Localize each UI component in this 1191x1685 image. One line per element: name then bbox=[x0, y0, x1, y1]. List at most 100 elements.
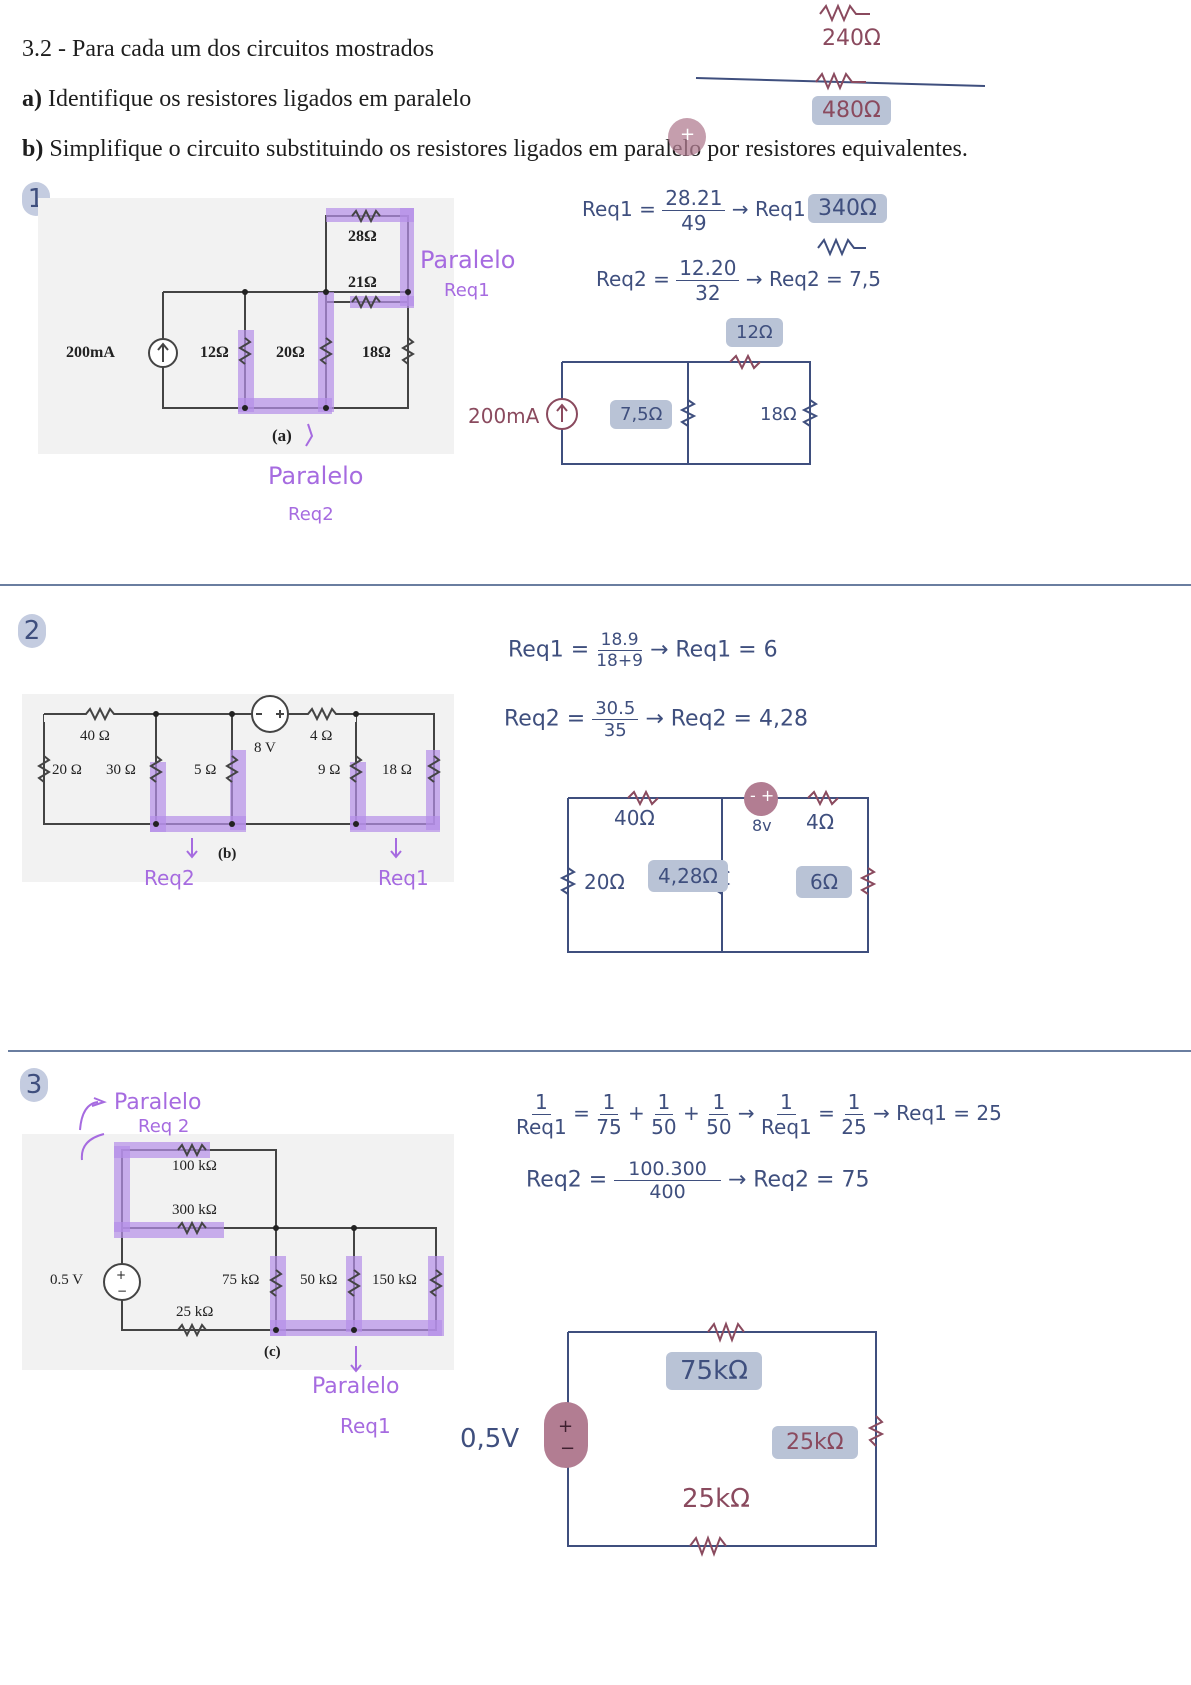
fig-a-r18: 18Ω bbox=[362, 344, 391, 361]
p1-simplified-left: 7,5Ω bbox=[610, 400, 673, 429]
fig-a-source-label: 200mA bbox=[66, 344, 115, 361]
fig-a-r28: 28Ω bbox=[348, 228, 377, 245]
p1-simplified-source: 200mA bbox=[468, 404, 540, 428]
plus-icon: + bbox=[680, 124, 696, 145]
p3-simplified-circuit bbox=[567, 1321, 885, 1557]
figure-c-circuit bbox=[79, 1097, 444, 1373]
fig-c-r100: 100 kΩ bbox=[172, 1158, 217, 1174]
fig-c-source: 0.5 V bbox=[50, 1272, 84, 1288]
p2-eq1-result: → Req1 = 6 bbox=[649, 637, 778, 663]
corner-r1: 240Ω bbox=[822, 26, 881, 51]
annot-c-req1: Req1 bbox=[340, 1414, 391, 1438]
annot-b-req2: Req2 bbox=[144, 866, 195, 890]
p2-simplified-left: 20Ω bbox=[584, 870, 625, 894]
p2-eq2-result: → Req2 = 4,28 bbox=[645, 706, 808, 732]
figure-b-circuit bbox=[37, 695, 441, 859]
fig-b-r30: 30 Ω bbox=[106, 762, 136, 778]
annot-paralelo-1: Paralelo bbox=[420, 246, 516, 274]
item-b-text: Simplifique o circuito substituindo os r… bbox=[49, 136, 968, 162]
annot-b-req1: Req1 bbox=[378, 866, 429, 890]
p3-eq1-b1: 75 bbox=[596, 1115, 622, 1139]
p1-boxed-340: 340Ω bbox=[808, 194, 887, 223]
voltage-source-icon bbox=[668, 118, 706, 156]
annot-paralelo-2: Paralelo bbox=[268, 462, 364, 490]
p3-eq1-t4: 1 bbox=[777, 1090, 796, 1115]
item-b-prefix: b) bbox=[22, 136, 44, 162]
p1-simplified-right: 18Ω bbox=[760, 404, 797, 425]
p1-simplified-circuit bbox=[546, 353, 819, 465]
fig-c-r50: 50 kΩ bbox=[300, 1272, 338, 1288]
p3-voltage-source-icon bbox=[544, 1402, 588, 1468]
annot-req1: Req1 bbox=[444, 280, 490, 301]
fig-c-r150: 150 kΩ bbox=[372, 1272, 417, 1288]
fig-b-r4: 4 Ω bbox=[310, 728, 333, 744]
problem-2-number: 2 bbox=[18, 614, 46, 648]
item-a-text: Identifique os resistores ligados em par… bbox=[48, 86, 472, 112]
p1-eq2-lhs: Req2 = bbox=[596, 267, 670, 291]
p3-eq1-b5: 25 bbox=[841, 1115, 867, 1139]
p1-eq2-result: → Req2 = 7,5 bbox=[745, 267, 881, 291]
annot-c-paralelo-top: Paralelo bbox=[114, 1090, 202, 1115]
p3-eq1-result: → Req1 = 25 bbox=[873, 1101, 1002, 1125]
fig-b-r40: 40 Ω bbox=[80, 728, 110, 744]
annot-c-req2: Req 2 bbox=[138, 1116, 190, 1137]
fig-b-v8: 8 V bbox=[254, 740, 276, 756]
p2-simplified-top-left: 40Ω bbox=[614, 806, 655, 830]
figure-a-circuit bbox=[148, 208, 415, 447]
fig-a-r21: 21Ω bbox=[348, 274, 377, 291]
divider-1 bbox=[0, 584, 1191, 586]
p2-voltage-polarity: - + bbox=[750, 786, 775, 805]
p3-eq2-lhs: Req2 = bbox=[526, 1167, 608, 1193]
p3-eq1-t5: 1 bbox=[844, 1090, 864, 1115]
fig-c-plus: + bbox=[116, 1268, 127, 1282]
fig-b-r5: 5 Ω bbox=[194, 762, 217, 778]
p3-eq1-l1: 1 bbox=[532, 1090, 551, 1115]
p2-eq1-num: 18.9 bbox=[597, 630, 642, 651]
p3-simplified-top: 75kΩ bbox=[666, 1352, 763, 1390]
p1-simplified-top: 12Ω bbox=[726, 318, 783, 347]
p2-eq2-lhs: Req2 = bbox=[504, 706, 586, 732]
p3-eq1-b2: 50 bbox=[651, 1115, 677, 1139]
p3-simplified-source: 0,5V bbox=[460, 1424, 520, 1454]
p2-simplified-voltage: 8v bbox=[752, 816, 772, 835]
p2-eq1-den: 18+9 bbox=[596, 651, 643, 671]
fig-c-r75: 75 kΩ bbox=[222, 1272, 260, 1288]
fig-b-r18: 18 Ω bbox=[382, 762, 412, 778]
p2-simplified-right: 6Ω bbox=[796, 866, 853, 898]
p2-eq1-lhs: Req1 = bbox=[508, 637, 590, 663]
fig-c-r300: 300 kΩ bbox=[172, 1202, 217, 1218]
p3-eq1-t1: 1 bbox=[599, 1090, 619, 1115]
p2-simplified-top-right: 4Ω bbox=[806, 810, 835, 834]
p3-minus: − bbox=[560, 1438, 576, 1459]
p2-eq2-den: 35 bbox=[603, 720, 627, 741]
p3-eq1-d1: Req1 bbox=[516, 1115, 567, 1139]
fig-c-minus: − bbox=[117, 1284, 128, 1298]
p3-eq2-num: 100.300 bbox=[614, 1158, 721, 1181]
p2-eq2-num: 30.5 bbox=[592, 698, 639, 720]
p3-eq1-t2: 1 bbox=[654, 1090, 674, 1115]
annot-req2: Req2 bbox=[288, 504, 334, 525]
fig-c-caption: (c) bbox=[264, 1344, 281, 1360]
p2-voltage-source-icon bbox=[744, 782, 778, 816]
fig-a-r12: 12Ω bbox=[200, 344, 229, 361]
fig-b-r9: 9 Ω bbox=[318, 762, 341, 778]
item-a-prefix: a) bbox=[22, 86, 42, 112]
p3-eq1-b4: Req1 bbox=[761, 1115, 812, 1139]
p1-eq1-lhs: Req1 = bbox=[582, 197, 656, 221]
fig-b-r20: 20 Ω bbox=[52, 762, 82, 778]
fig-a-r20: 20Ω bbox=[276, 344, 305, 361]
exercise-title: 3.2 - Para cada um dos circuitos mostrad… bbox=[22, 36, 434, 62]
item-b: b) Simplifique o circuito substituindo o… bbox=[22, 136, 968, 163]
corner-r2: 480Ω bbox=[812, 96, 891, 125]
p3-eq2-den: 400 bbox=[649, 1181, 686, 1203]
p2-simplified-middle: 4,28Ω bbox=[648, 860, 728, 892]
p1-eq2-den: 32 bbox=[695, 281, 721, 305]
p3-simplified-bottom: 25kΩ bbox=[682, 1484, 751, 1514]
p3-eq1-b3: 50 bbox=[706, 1115, 732, 1139]
item-a: a) Identifique os resistores ligados em … bbox=[22, 86, 471, 113]
p3-simplified-right: 25kΩ bbox=[772, 1426, 858, 1459]
p3-eq1-t3: 1 bbox=[709, 1090, 729, 1115]
